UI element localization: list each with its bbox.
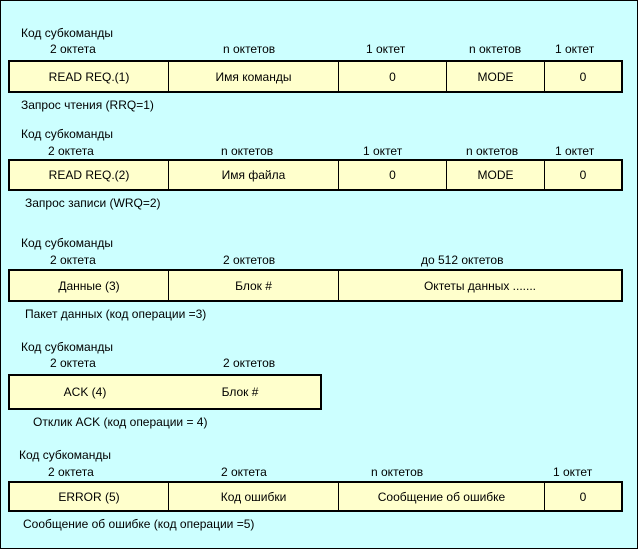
field-size-label: 2 октета [50, 42, 96, 56]
field-mode: MODE [447, 161, 545, 189]
field-size-label: 2 октетов [223, 356, 276, 370]
field-zero: 0 [339, 62, 447, 91]
field-data-octets: Октеты данных ....... [423, 278, 537, 293]
packet-title: Код субкоманды [21, 26, 113, 40]
field-size-label: 2 октета [221, 465, 267, 479]
field-opcode: ACK (4) [63, 385, 107, 399]
field-size-label: n октетов [469, 42, 522, 56]
field-opcode: READ REQ.(1) [10, 62, 169, 91]
field-zero: 0 [579, 489, 587, 504]
field-size-label: 2 октета [48, 465, 94, 479]
packet-title: Код субкоманды [21, 340, 113, 354]
field-block-number: Блок # [221, 385, 259, 399]
field-file-name: Имя файла [169, 161, 339, 189]
packet-caption: Пакет данных (код операции =3) [25, 307, 207, 321]
field-zero: 0 [579, 168, 587, 182]
packet-caption: Запрос чтения (RRQ=1) [21, 98, 154, 112]
field-size-label: 1 октет [366, 42, 406, 56]
packet-field-row: READ REQ.(1) Имя команды 0 MODE 0 [8, 60, 623, 93]
field-size-label: 2 октета [50, 356, 96, 370]
field-zero: 0 [339, 161, 447, 189]
field-size-label: 1 октет [553, 465, 593, 479]
packet-field-row: ERROR (5) Код ошибки Сообщение об ошибке… [8, 481, 623, 512]
field-mode: MODE [447, 62, 545, 91]
packet-field-row: ACK (4) Блок # [8, 374, 322, 410]
field-size-label: 1 октет [363, 144, 403, 158]
field-size-label: 2 октета [48, 144, 94, 158]
field-size-label: до 512 октетов [421, 253, 504, 267]
field-error-message: Сообщение об ошибке [339, 483, 545, 510]
field-zero: 0 [579, 69, 587, 84]
packet-caption: Отклик ACK (код операции = 4) [33, 415, 208, 429]
packet-title: Код субкоманды [19, 448, 111, 462]
field-size-label: n октетов [466, 144, 519, 158]
field-size-label: n октетов [371, 465, 424, 479]
packet-field-row: READ REQ.(2) Имя файла 0 MODE 0 [8, 159, 623, 191]
packet-title: Код субкоманды [21, 236, 113, 250]
field-opcode: READ REQ.(2) [10, 161, 169, 189]
field-size-label: 2 октета [50, 253, 96, 267]
field-error-code: Код ошибки [169, 483, 339, 510]
field-opcode: ERROR (5) [10, 483, 169, 510]
packet-caption: Запрос записи (WRQ=2) [25, 196, 161, 210]
field-opcode: Данные (3) [10, 271, 169, 300]
packet-caption: Сообщение об ошибке (код операции =5) [23, 517, 255, 531]
packet-field-row: Данные (3) Блок # Октеты данных ....... [8, 269, 623, 302]
field-block-number: Блок # [169, 271, 339, 300]
field-size-label: n октетов [221, 144, 274, 158]
field-size-label: 2 октетов [223, 253, 276, 267]
field-command-name: Имя команды [169, 62, 339, 91]
field-size-label: 1 октет [555, 42, 595, 56]
field-size-label: 1 октет [555, 144, 595, 158]
packet-title: Код субкоманды [21, 127, 113, 141]
field-size-label: n октетов [223, 42, 276, 56]
